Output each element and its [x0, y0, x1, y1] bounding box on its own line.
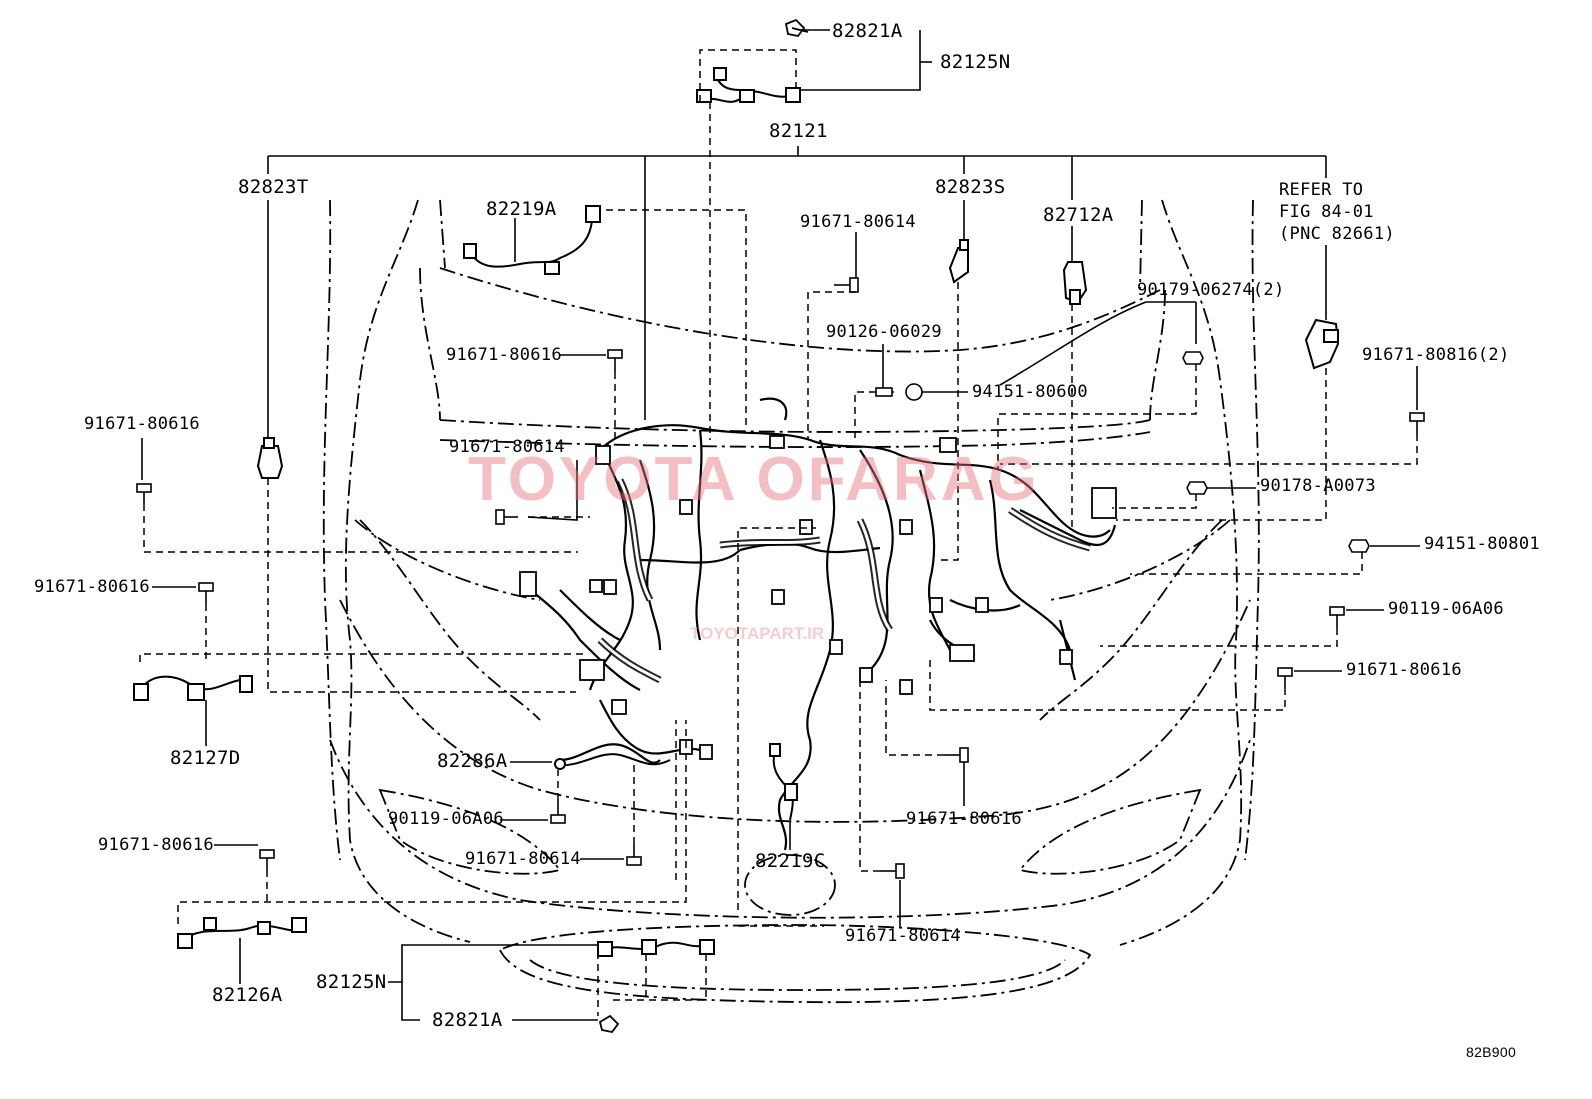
bolts	[136, 277, 1425, 879]
label-90178-A0073: 90178-A0073	[1260, 476, 1376, 496]
harness-connectors	[519, 435, 1117, 760]
label-90119-06A06-left: 90119-06A06	[388, 809, 504, 829]
label-91671-80616-left: 91671-80616	[84, 414, 200, 434]
label-82125N-bottom: 82125N	[316, 971, 387, 993]
label-94151-80600: 94151-80600	[972, 382, 1088, 402]
label-94151-80801: 94151-80801	[1424, 534, 1540, 554]
label-82821A-top: 82821A	[832, 20, 903, 42]
label-91671-80614-top: 91671-80614	[800, 212, 916, 232]
refer-note-line-1: REFER TO	[1279, 180, 1364, 200]
part-pnc-82661	[1304, 318, 1340, 370]
refer-note-line-2: FIG 84-01	[1279, 202, 1374, 222]
part-82823S	[948, 239, 969, 284]
engine-room-harness	[519, 397, 1117, 851]
label-82821A-bottom: 82821A	[432, 1009, 503, 1031]
watermark-text: TOYOTA OFARAG	[468, 445, 1040, 514]
sub-harness-82125N-bottom	[597, 939, 715, 957]
label-82127D: 82127D	[170, 747, 241, 769]
label-82219A: 82219A	[486, 198, 557, 220]
label-90179-06274: 90179-06274(2)	[1137, 280, 1285, 300]
label-82126A: 82126A	[212, 984, 283, 1006]
label-82125N-top: 82125N	[940, 51, 1011, 73]
label-82712A: 82712A	[1043, 204, 1114, 226]
label-91671-80816: 91671-80816(2)	[1362, 345, 1510, 365]
label-82121: 82121	[769, 120, 828, 142]
label-91671-80614-lower-left: 91671-80614	[465, 849, 581, 869]
label-91671-80614-center: 91671-80614	[449, 437, 565, 457]
harness-loom-inner	[598, 479, 1091, 682]
label-90126-06029: 90126-06029	[826, 322, 942, 342]
label-91671-80614-lower-right: 91671-80614	[845, 926, 961, 946]
label-90119-06A06-right: 90119-06A06	[1388, 599, 1504, 619]
sub-harness-82286A	[554, 753, 671, 770]
watermark-subtext: TOYOTAPART.IR	[690, 624, 825, 643]
label-91671-80616-right: 91671-80616	[1346, 660, 1462, 680]
label-82823T: 82823T	[238, 176, 309, 198]
label-82286A: 82286A	[437, 750, 508, 772]
sub-harness-82125N-top	[696, 67, 801, 103]
label-82823S: 82823S	[935, 176, 1006, 198]
assembly-dashed-lines	[139, 49, 1418, 1016]
label-91671-80616-lower-left: 91671-80616	[98, 835, 214, 855]
sub-harness-82126A	[177, 917, 307, 949]
clip-82821A-bottom	[598, 1014, 620, 1033]
label-91671-80616-left-mid: 91671-80616	[34, 577, 150, 597]
part-82712A	[1062, 261, 1088, 305]
leader-lines	[141, 29, 1420, 1021]
sub-harness-82219A	[463, 205, 601, 275]
figure-code: 82B900	[1466, 1044, 1517, 1060]
label-91671-80616-center: 91671-80616	[446, 345, 562, 365]
label-82219C: 82219C	[755, 850, 826, 872]
vehicle-body-outline	[322, 199, 1260, 1004]
part-82823T	[256, 437, 284, 479]
sub-harness-82127D	[133, 675, 253, 701]
refer-note-line-3: (PNC 82661)	[1279, 224, 1395, 244]
sub-harness-82219C	[769, 743, 798, 821]
label-91671-80616-lower-right: 91671-80616	[906, 809, 1022, 829]
clip-82821A-top	[784, 18, 809, 37]
